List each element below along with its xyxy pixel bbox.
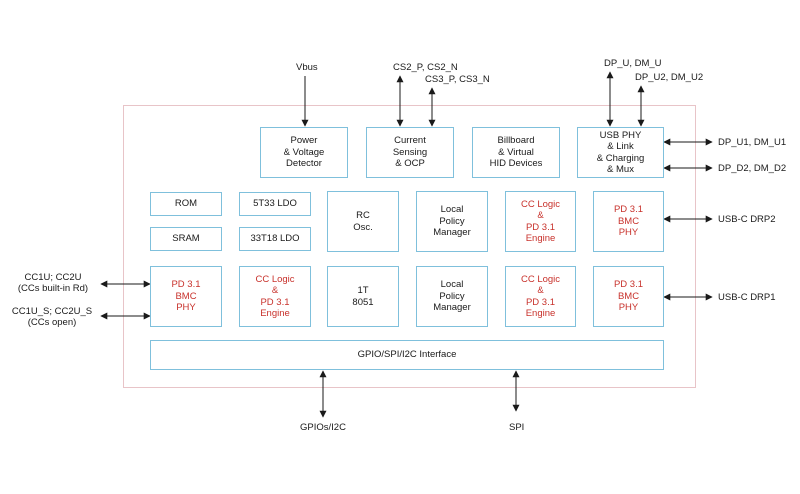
block-text: & <box>271 285 279 296</box>
power-voltage-detector-block: Power & Voltage Detector <box>260 127 348 178</box>
ldo-5t33-block: 5T33 LDO <box>239 192 311 216</box>
block-text: PD 3.1 <box>525 221 556 233</box>
block-text: Manager <box>433 227 471 239</box>
block-text: Billboard <box>497 135 535 147</box>
block-text: BMC <box>617 215 640 227</box>
cc1us-name: CC1U_S; CC2U_S <box>11 306 93 317</box>
chip-boundary <box>123 105 696 388</box>
usb-c-drp1-label: USB-C DRP1 <box>718 292 776 303</box>
block-text: & Charging <box>596 152 645 164</box>
dp-u1-label: DP_U1, DM_U1 <box>718 137 787 148</box>
mcu-8051-block: 1T 8051 <box>327 266 399 327</box>
sram-block: SRAM <box>150 227 222 251</box>
cc1u-name: CC1U; CC2U <box>24 272 82 283</box>
block-text: & OCP <box>395 158 425 170</box>
block-text: & Mux <box>607 164 634 175</box>
block-text: USB PHY <box>599 129 642 141</box>
block-text: Osc. <box>353 221 373 233</box>
cc-logic-engine-block: CC Logic & PD 3.1 Engine <box>505 266 576 327</box>
billboard-hid-block: Billboard & Virtual HID Devices <box>472 127 560 178</box>
block-text: Engine <box>525 308 556 319</box>
block-text: PHY <box>618 227 639 239</box>
pd-bmc-phy-block: PD 3.1 BMC PHY <box>150 266 222 327</box>
spi-label: SPI <box>509 422 525 433</box>
gpio-spi-i2c-interface-block: GPIO/SPI/I2C Interface <box>150 340 664 370</box>
block-text: Sensing <box>392 146 428 158</box>
block-text: PHY <box>176 302 196 314</box>
rc-oscillator-block: RC Osc. <box>327 191 399 252</box>
pd-bmc-phy-block: PD 3.1 BMC PHY <box>593 266 664 327</box>
block-text: PD 3.1 <box>525 296 556 308</box>
block-text: HID Devices <box>489 158 543 170</box>
local-policy-manager-block: Local Policy Manager <box>416 266 488 327</box>
cs3-label: CS3_P, CS3_N <box>425 74 490 85</box>
block-text: Local <box>440 279 464 291</box>
block-text: Engine <box>260 308 290 319</box>
block-text: PD 3.1 <box>613 204 644 216</box>
block-text: 33T18 LDO <box>250 233 300 245</box>
block-text: Policy <box>439 215 465 227</box>
block-text: Current <box>394 135 426 147</box>
block-text: 1T <box>357 285 369 296</box>
block-text: & Link <box>607 141 634 152</box>
dp-u-label: DP_U, DM_U <box>604 58 662 69</box>
block-text: 5T33 LDO <box>253 198 297 210</box>
local-policy-manager-block: Local Policy Manager <box>416 191 488 252</box>
block-text: 8051 <box>352 296 374 308</box>
rom-block: ROM <box>150 192 222 216</box>
cs2-label: CS2_P, CS2_N <box>393 62 458 73</box>
block-text: CC Logic <box>520 273 561 285</box>
dp-d2-label: DP_D2, DM_D2 <box>718 163 787 174</box>
pd-bmc-phy-block: PD 3.1 BMC PHY <box>593 191 664 252</box>
block-text: ROM <box>174 198 198 210</box>
current-sensing-block: Current Sensing & OCP <box>366 127 454 178</box>
block-text: BMC <box>175 290 197 302</box>
cc1u-label: CC1U; CC2U (CCs built-in Rd) <box>10 272 96 294</box>
block-text: PD 3.1 <box>171 279 201 291</box>
dp-u2-label: DP_U2, DM_U2 <box>635 72 704 83</box>
usb-phy-block: USB PHY & Link & Charging & Mux <box>577 127 664 178</box>
block-text: CC Logic <box>520 198 561 210</box>
cc1us-note: (CCs open) <box>27 317 77 328</box>
block-text: Power <box>290 135 318 147</box>
block-text: Policy <box>439 290 465 302</box>
block-text: PD 3.1 <box>260 296 290 308</box>
cc1us-label: CC1U_S; CC2U_S (CCs open) <box>4 306 100 328</box>
usb-c-drp2-label: USB-C DRP2 <box>718 214 776 225</box>
block-text: CC Logic <box>255 273 295 285</box>
block-text: BMC <box>617 290 640 302</box>
block-text: Manager <box>433 302 471 314</box>
block-text: Detector <box>286 158 322 170</box>
gpios-i2c-label: GPIOs/I2C <box>300 422 346 433</box>
block-text: & Voltage <box>283 146 325 158</box>
vbus-label: Vbus <box>296 62 318 73</box>
block-text: Engine <box>525 233 556 244</box>
block-text: & <box>537 210 544 221</box>
block-text: PHY <box>618 302 639 314</box>
block-text: Local <box>440 204 464 216</box>
block-text: & <box>537 285 544 296</box>
cc-logic-engine-block: CC Logic & PD 3.1 Engine <box>239 266 311 327</box>
block-text: GPIO/SPI/I2C Interface <box>357 349 457 361</box>
block-text: SRAM <box>172 233 200 245</box>
cc1u-note: (CCs built-in Rd) <box>17 283 89 294</box>
block-text: & Virtual <box>498 146 534 158</box>
block-text: PD 3.1 <box>613 279 644 291</box>
block-text: RC <box>356 210 370 221</box>
ldo-33t18-block: 33T18 LDO <box>239 227 311 251</box>
cc-logic-engine-block: CC Logic & PD 3.1 Engine <box>505 191 576 252</box>
